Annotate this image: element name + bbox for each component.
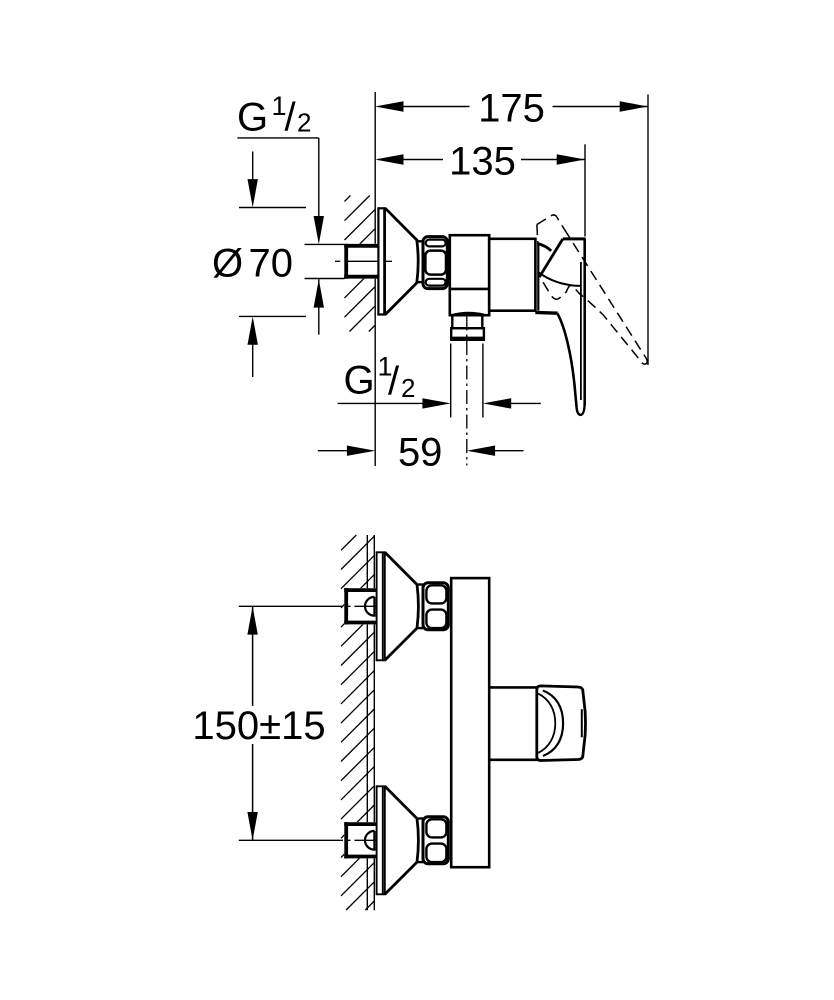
svg-text:G: G (344, 359, 375, 403)
svg-text:175: 175 (478, 86, 545, 130)
svg-text:/: / (388, 360, 400, 404)
svg-text:150±15: 150±15 (192, 704, 325, 748)
svg-text:70: 70 (249, 241, 294, 285)
svg-text:2: 2 (297, 108, 311, 138)
svg-text:Ø: Ø (212, 241, 243, 285)
svg-text:G: G (237, 96, 268, 140)
svg-text:135: 135 (449, 139, 516, 183)
svg-text:1: 1 (272, 91, 287, 121)
svg-text:59: 59 (398, 431, 443, 475)
svg-text:/: / (285, 96, 297, 140)
svg-text:1: 1 (378, 352, 393, 382)
svg-text:2: 2 (401, 373, 415, 403)
